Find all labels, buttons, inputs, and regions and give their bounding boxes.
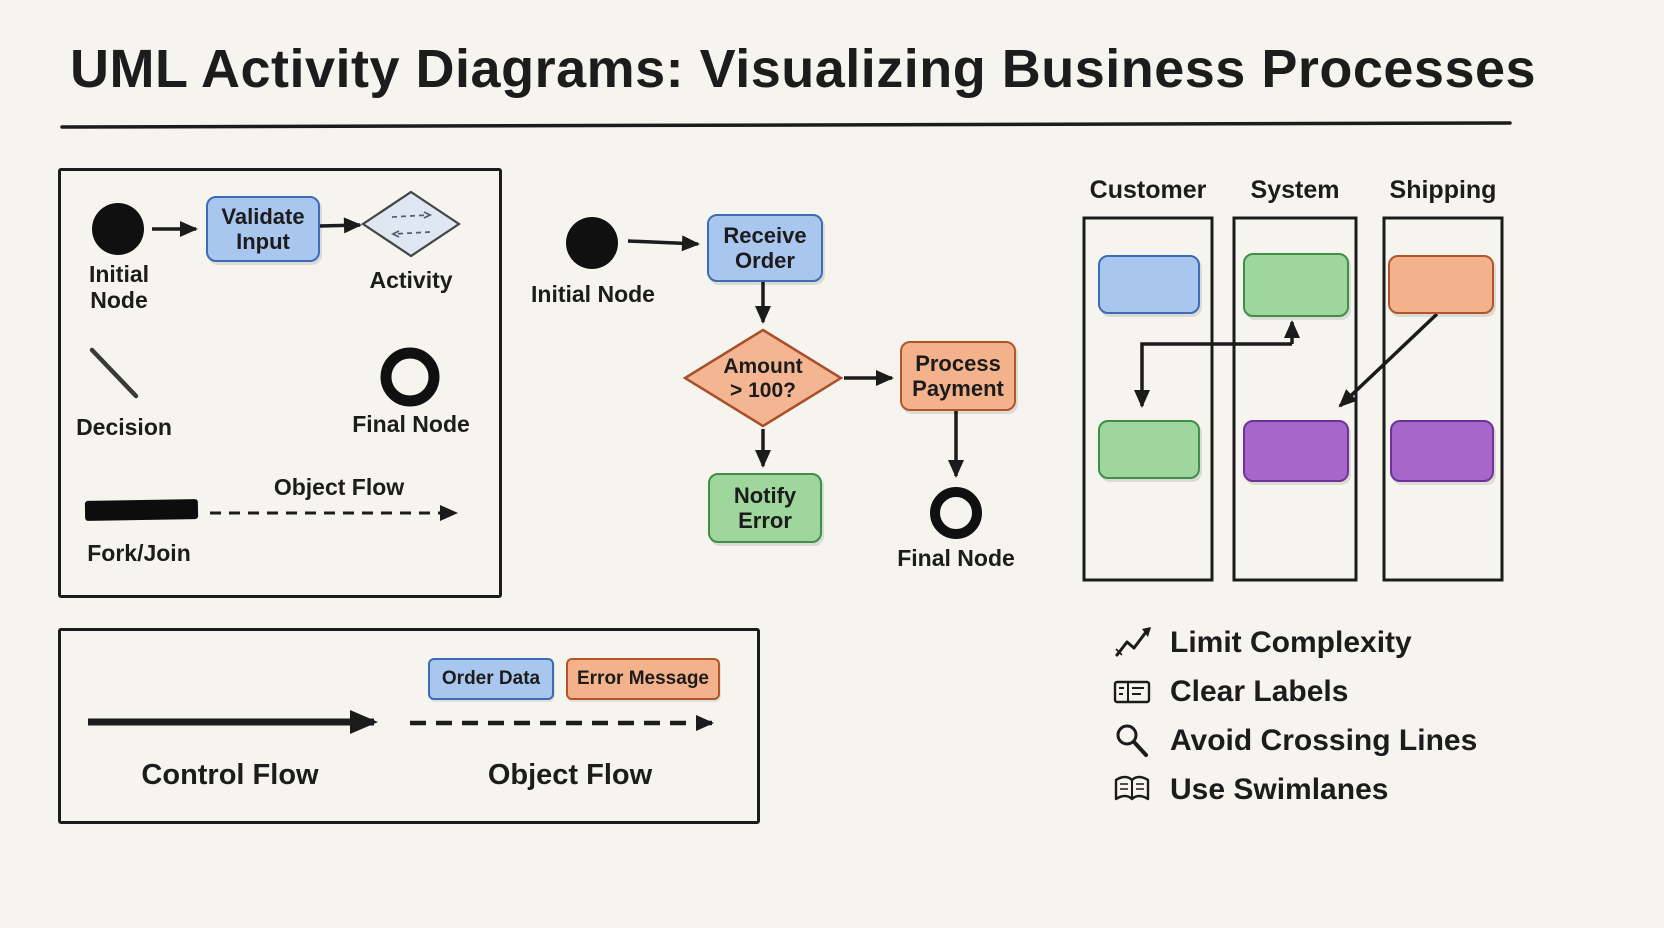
example-initial-node-label: Initial Node: [531, 281, 655, 308]
example-final-node-label: Final Node: [897, 545, 1015, 572]
example-receive-order-activity: Receive Order: [707, 214, 823, 282]
legend-decision-label: Decision: [76, 414, 172, 441]
legend-diamond-dashed-arrow-1: [391, 214, 429, 218]
tip-label: Avoid Crossing Lines: [1170, 723, 1478, 757]
example-final-node-shape: [930, 487, 982, 539]
legend-validate-input-activity: Validate Input: [206, 196, 320, 262]
example-process-payment-activity: Process Payment: [900, 341, 1016, 411]
node-label: Error Message: [576, 668, 709, 690]
open-book-icon: [1114, 775, 1150, 800]
legend-initial-node-label: Initial Node: [88, 261, 150, 313]
legend-final-node-shape: [380, 347, 440, 407]
swimlane-shipping-activity-1: [1388, 255, 1494, 314]
legend-final-node-label: Final Node: [352, 411, 470, 438]
swimlane-header-system: System: [1250, 176, 1340, 204]
node-label: Process Payment: [912, 350, 1004, 401]
legend-activity-diamond-shape: [361, 190, 461, 258]
legend-decision-stroke: [89, 347, 139, 399]
legend-diamond-dashed-arrowhead-2: [390, 230, 400, 238]
swimlane-header-shipping: Shipping: [1389, 176, 1497, 204]
label-box-icon: [1113, 680, 1151, 703]
swimlane-system-activity-1: [1243, 253, 1349, 317]
legend-activity-label: Activity: [369, 267, 453, 294]
tip-avoid-crossing-lines: Avoid Crossing Lines: [1112, 716, 1477, 765]
swimlane-customer-activity-1: [1098, 255, 1200, 314]
error-message-object: Error Message: [566, 658, 720, 700]
node-label: Validate Input: [221, 203, 305, 254]
example-arrow-initial-to-receive: [627, 235, 700, 252]
swimlane-shipping-rect: [1382, 216, 1504, 582]
tip-label: Clear Labels: [1170, 674, 1349, 708]
swimlane-header-customer: Customer: [1089, 176, 1207, 204]
legend-arrow-activity-to-diamond: [319, 217, 362, 234]
legend-fork-join-label: Fork/Join: [87, 540, 191, 567]
legend-diamond-dashed-arrow-2: [393, 231, 431, 235]
tip-label: Limit Complexity: [1170, 625, 1412, 659]
notation-legend-panel: [58, 168, 502, 598]
order-data-object: Order Data: [428, 658, 554, 700]
swimlane-customer-rect: [1082, 216, 1214, 582]
example-initial-node-shape: [566, 217, 618, 269]
example-decision-label: Amount > 100?: [700, 351, 826, 407]
object-flow-label: Object Flow: [487, 758, 653, 791]
swimlane-shipping-activity-2: [1390, 420, 1494, 482]
node-label: Notify Error: [733, 482, 797, 533]
tip-label: Use Swimlanes: [1170, 772, 1389, 806]
legend-initial-node-shape: [92, 203, 144, 255]
node-label: Order Data: [441, 668, 541, 690]
trend-arrow-icon: [1115, 626, 1151, 656]
control-flow-label: Control Flow: [141, 758, 319, 791]
swimlane-elbow-arrow-to-customer: [1134, 342, 1292, 408]
page-title: UML Activity Diagrams: Visualizing Busin…: [70, 39, 1537, 99]
flows-panel: [58, 628, 760, 824]
magnifier-icon: [1116, 724, 1148, 757]
decision-label-text: Amount > 100?: [723, 355, 803, 402]
example-notify-error-activity: Notify Error: [708, 473, 822, 543]
tip-clear-labels: Clear Labels: [1112, 667, 1477, 716]
swimlane-arrow-shipping-to-system: [1338, 312, 1439, 408]
legend-diamond-dashed-arrowhead-1: [423, 211, 433, 219]
node-label: Receive Order: [723, 222, 807, 273]
legend-object-flow-label: Object Flow: [273, 474, 405, 501]
tip-use-swimlanes: Use Swimlanes: [1112, 765, 1477, 814]
example-decision-diamond-shape: [682, 328, 844, 428]
tip-limit-complexity: Limit Complexity: [1112, 618, 1477, 667]
tips-list: Limit Complexity Clear Labels Avoid Cros…: [1112, 618, 1477, 814]
swimlane-system-activity-2: [1243, 420, 1349, 482]
title-underline: [60, 121, 1512, 129]
swimlane-customer-activity-2: [1098, 420, 1200, 479]
legend-fork-join-bar: [84, 499, 199, 521]
